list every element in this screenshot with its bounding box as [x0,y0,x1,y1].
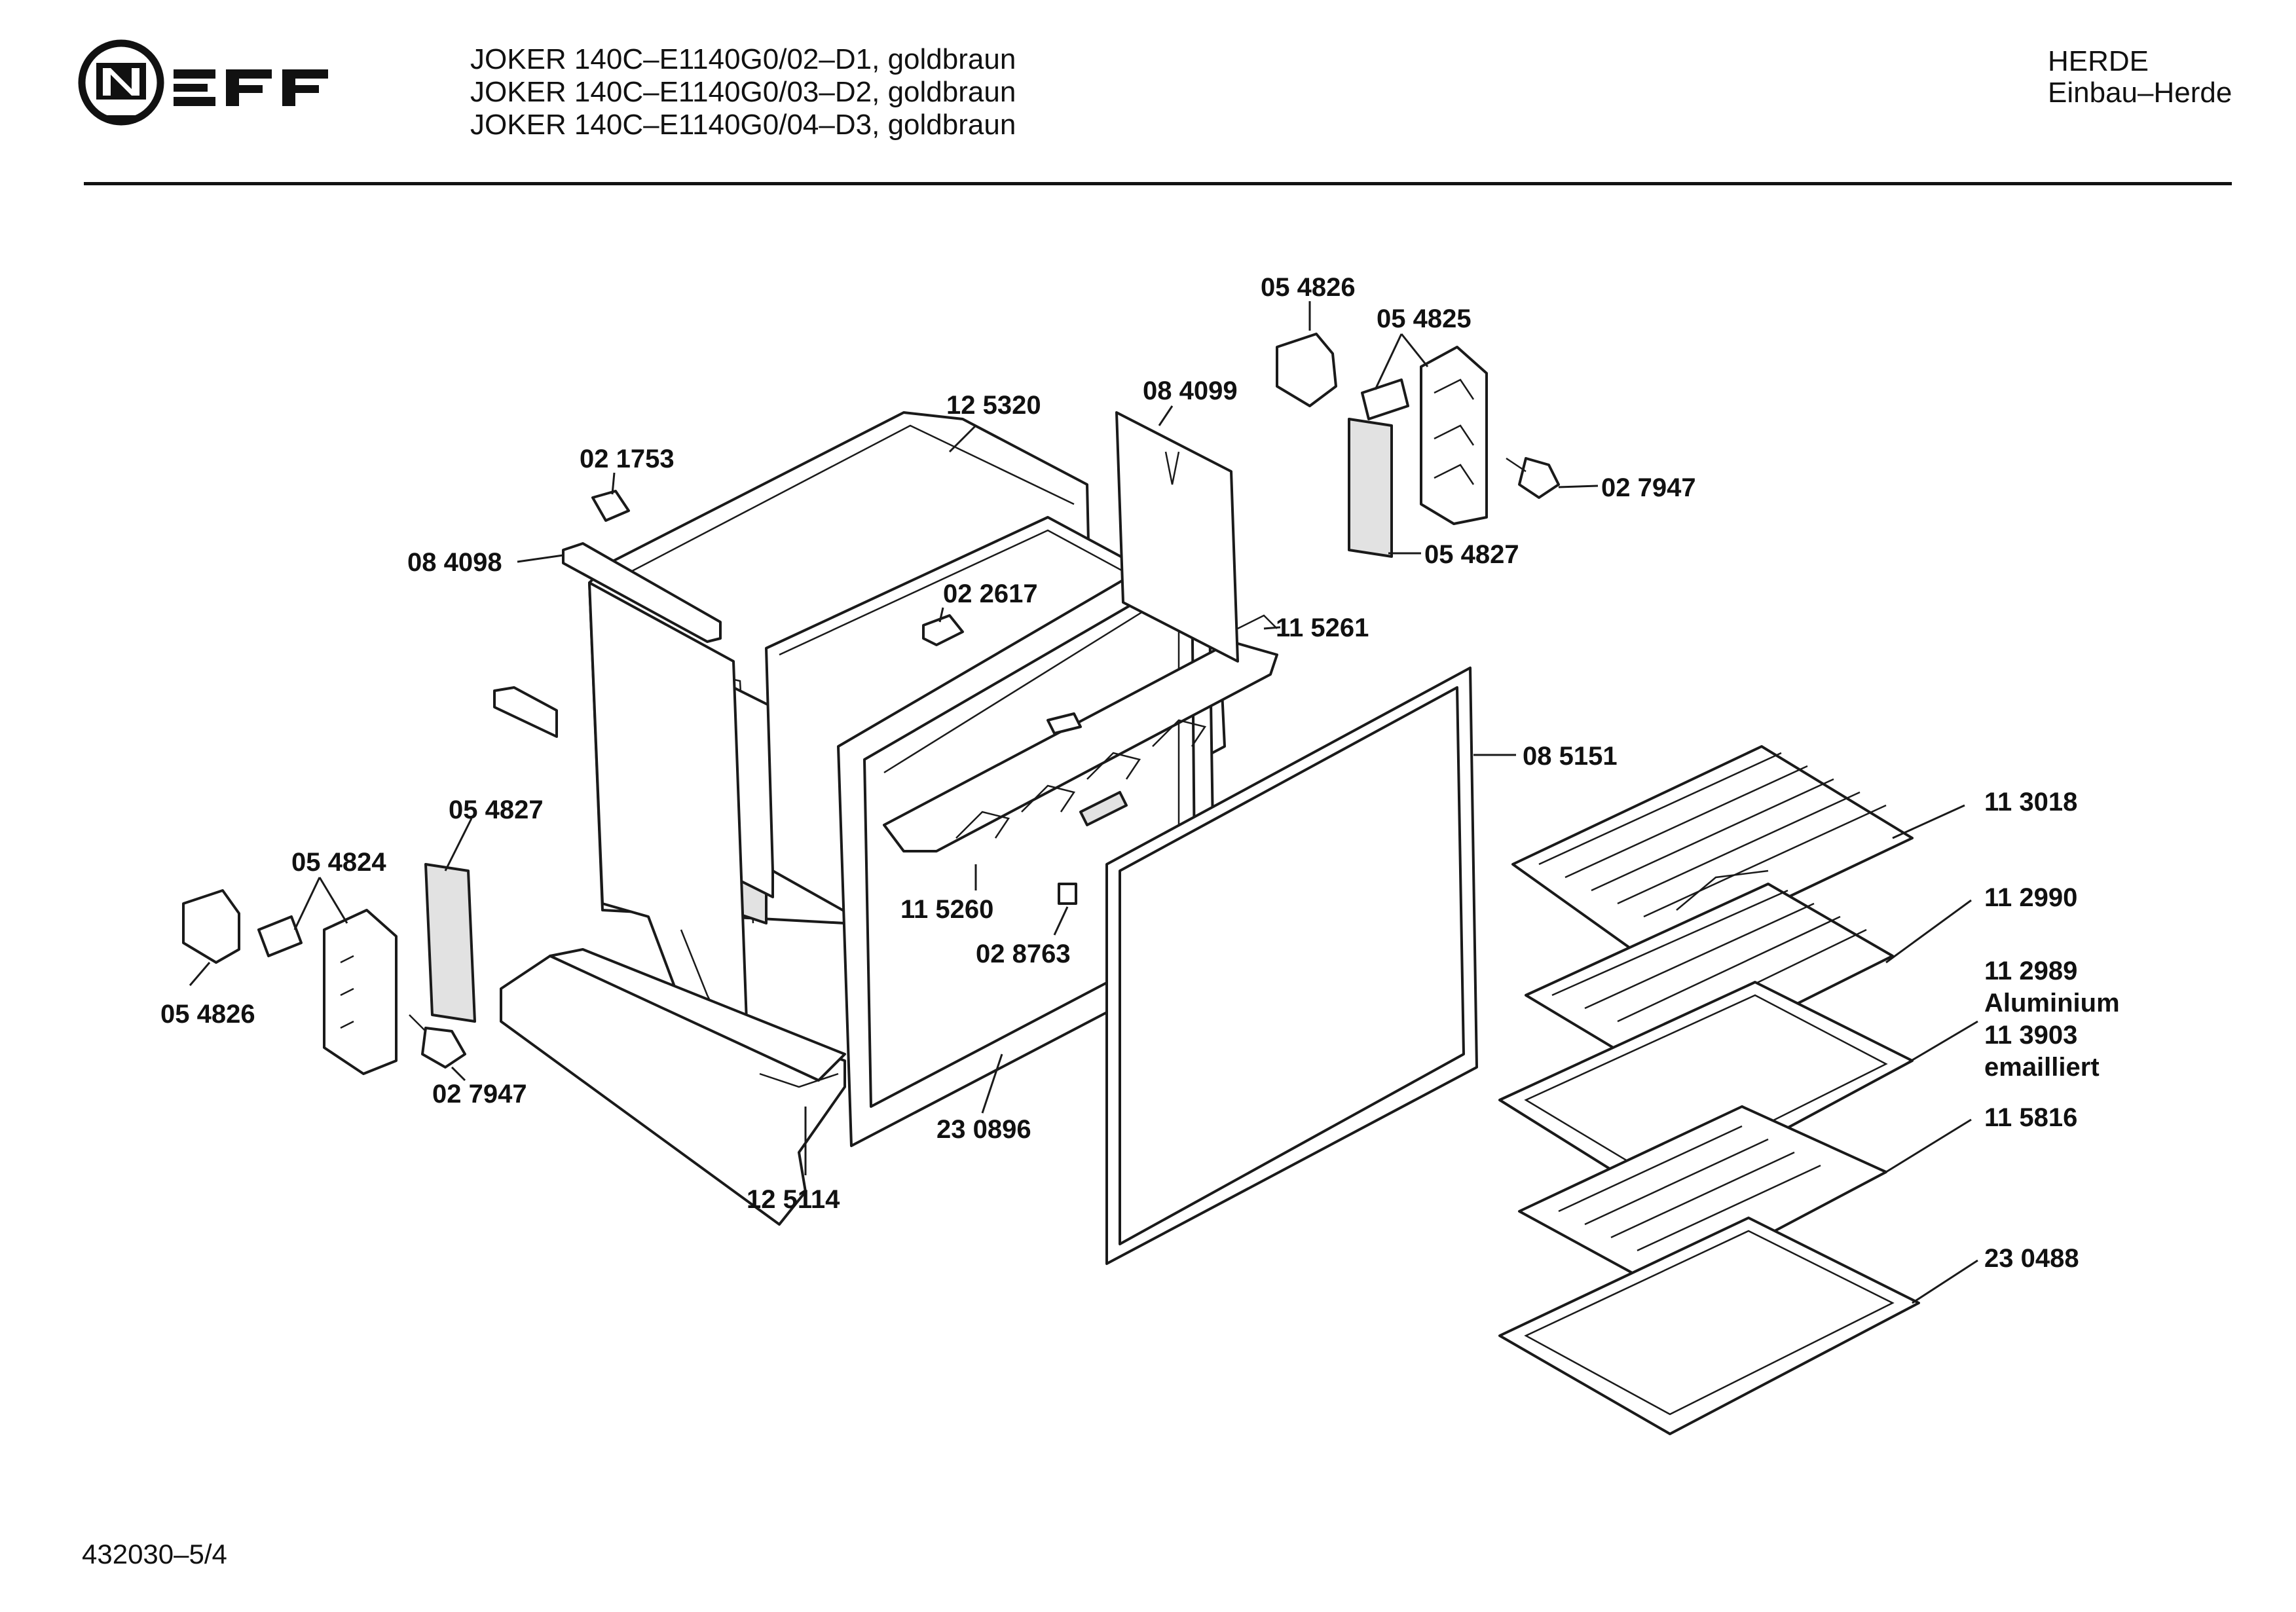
model-line: JOKER 140C–E1140G0/04–D3, goldbraun [470,109,1016,141]
label-aluminium: Aluminium [1984,989,2120,1017]
label-054826: 05 4826 [1261,273,1356,302]
header-divider [84,182,2232,185]
grill-pan [1498,1217,1920,1435]
label-085151: 08 5151 [1523,742,1618,771]
model-list: JOKER 140C–E1140G0/02–D1, goldbraun JOKE… [470,43,1016,141]
label-028763: 02 8763 [976,940,1071,968]
guide-rail-084098 [562,542,722,643]
model-line: JOKER 140C–E1140G0/03–D2, goldbraun [470,76,1016,108]
lamp-assembly-right [1276,333,1560,558]
category-subtitle: Einbau–Herde [2048,77,2232,109]
heat-shield-plate [1115,411,1239,663]
bottom-frame [500,948,846,1226]
label-112989: 11 2989 [1984,957,2077,985]
label-230896: 23 0896 [936,1115,1031,1144]
document-number: 432030–5/4 [82,1539,227,1569]
label-027947: 02 7947 [432,1080,527,1108]
category-block: HERDE Einbau–Herde [2048,46,2232,109]
label-054827: 05 4827 [1424,540,1519,569]
label-027947: 02 7947 [1601,473,1696,502]
door-seal [1105,667,1478,1265]
label-054826: 05 4826 [160,1000,255,1029]
label-054824: 05 4824 [291,848,386,877]
label-115260: 11 5260 [900,895,993,924]
category-title: HERDE [2048,45,2149,77]
label-084099: 08 4099 [1143,376,1238,405]
label-021753: 02 1753 [580,445,675,473]
label-054827: 05 4827 [449,796,544,824]
label-230488: 23 0488 [1984,1244,2079,1273]
label-054825: 05 4825 [1377,304,1472,333]
neff-logo [78,39,328,126]
label-emailliert: emailliert [1984,1053,2100,1082]
label-112990: 11 2990 [1984,883,2077,912]
label-115261: 11 5261 [1276,614,1369,642]
label-125114: 12 5114 [747,1185,840,1214]
label-084098: 08 4098 [407,548,502,577]
label-125320: 12 5320 [946,391,1041,420]
screw-028763 [1058,883,1077,905]
wire-shelf-113018 [1511,745,1914,964]
model-line: JOKER 140C–E1140G0/02–D1, goldbraun [470,43,1016,75]
fixing-block-022617 [922,614,964,646]
part-labels: 05 4826 05 4825 08 4099 12 5320 02 1753 … [160,273,2120,1273]
label-113903: 11 3903 [1984,1021,2077,1050]
clip-021753 [591,490,630,522]
leader-lines [189,301,1978,1304]
lamp-assembly-left [182,863,476,1075]
housing-bracket [493,686,558,738]
label-115816: 11 5816 [1984,1103,2077,1132]
label-113018: 11 3018 [1984,788,2077,816]
label-022617: 02 2617 [943,579,1038,608]
